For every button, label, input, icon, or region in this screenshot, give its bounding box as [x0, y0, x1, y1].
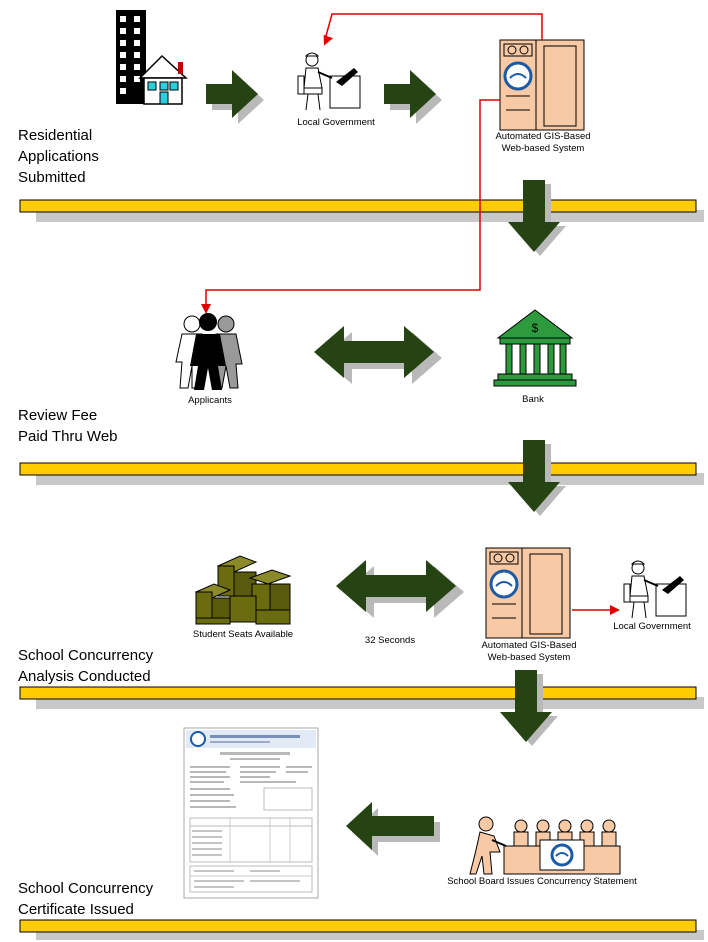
house-icon	[138, 54, 188, 105]
stage-1-title-line1: Residential	[18, 127, 92, 144]
stage-separator-bar	[19, 919, 697, 933]
stage-4: School Board Issues Concurrency Statemen…	[18, 727, 704, 940]
stage-4-title-line2: Certificate Issued	[18, 901, 134, 918]
stage-3: Student Seats Available 32 Seconds Autom…	[18, 546, 704, 746]
stage-separator-bar	[19, 462, 697, 476]
stage-2-title-line2: Paid Thru Web	[18, 428, 118, 445]
stage-2: Applicants $ Bank Review Fee Paid Thru W…	[18, 309, 704, 516]
gis-system-label-line1: Automated GIS-Based	[495, 131, 590, 142]
connector-arrowhead	[201, 304, 211, 314]
connector-arrowhead	[323, 34, 334, 46]
timing-label: 32 Seconds	[365, 635, 415, 646]
bank-label: Bank	[522, 394, 544, 405]
certificate-icon	[183, 727, 319, 899]
boxes-icon	[194, 555, 292, 625]
arrow-left	[346, 802, 440, 856]
people-icon	[175, 313, 243, 390]
local-government-2-label: Local Government	[613, 621, 691, 632]
server-icon	[498, 38, 586, 132]
stage-4-title-line1: School Concurrency	[18, 880, 154, 897]
feedback-connector	[325, 13, 543, 40]
stage-3-title-line2: Analysis Conducted	[18, 668, 151, 685]
server-icon	[484, 546, 572, 640]
connector-arrowhead	[610, 605, 620, 615]
school-board-label: School Board Issues Concurrency Statemen…	[447, 876, 637, 887]
stage-separator-bar	[19, 686, 697, 700]
clerk-icon	[623, 560, 687, 619]
student-seats-label: Student Seats Available	[193, 629, 293, 640]
stage-separator-bar	[19, 199, 697, 213]
stage-2-title-line1: Review Fee	[18, 407, 97, 424]
clerk-icon	[297, 52, 361, 111]
gis-system-2-label-line2: Web-based System	[488, 652, 571, 663]
meeting-icon	[469, 816, 621, 875]
stage-1: Local Government Automated GIS-Based Web…	[18, 10, 704, 256]
stage-3-title-line1: School Concurrency	[18, 647, 154, 664]
stage-1-title-line2: Applications	[18, 148, 99, 165]
stage-1-title-line3: Submitted	[18, 169, 86, 186]
bank-icon: $	[493, 309, 577, 387]
applicants-label: Applicants	[188, 395, 232, 406]
bar-shadow	[36, 930, 704, 940]
gis-system-label-line2: Web-based System	[502, 143, 585, 154]
applicant-connector	[205, 99, 500, 306]
local-government-label: Local Government	[297, 117, 375, 128]
building-icon	[116, 10, 146, 104]
svg-text:$: $	[532, 321, 539, 335]
gis-system-2-label-line1: Automated GIS-Based	[481, 640, 576, 651]
